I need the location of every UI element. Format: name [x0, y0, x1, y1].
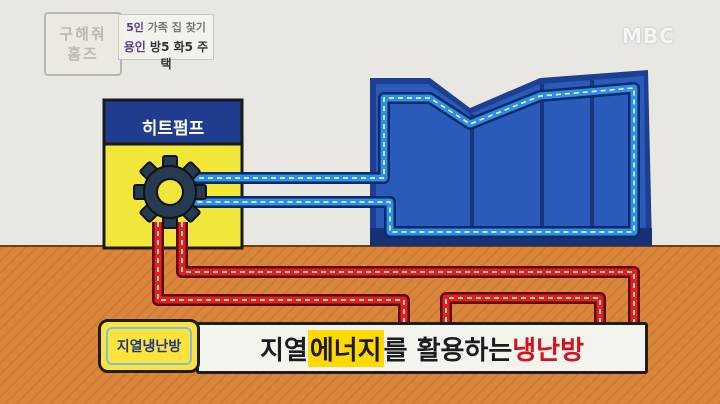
caption-part1: 지열: [259, 335, 308, 366]
badge-frame: [106, 327, 192, 365]
gear-icon: [133, 155, 207, 229]
broadcaster-logo: MBC: [622, 24, 675, 48]
info-line2-rest: 방5 화5 주택: [145, 40, 209, 71]
episode-info: 5인 가족 집 찾기 용인 방5 화5 주택: [118, 14, 214, 71]
info-line2: 용인 방5 화5 주택: [123, 38, 209, 72]
info-line1-rest: 가족 집 찾기: [143, 21, 206, 34]
info-line1-accent: 5인: [126, 21, 144, 34]
cold-pipe: [190, 82, 640, 238]
caption-badge: 지열냉난방: [98, 319, 200, 373]
show-logo-line1: 구해줘: [59, 25, 107, 43]
hot-pipe: [152, 222, 640, 322]
show-logo: 구해줘 홈즈: [44, 12, 122, 76]
house: [370, 70, 652, 246]
info-line1: 5인 가족 집 찾기: [123, 19, 209, 35]
caption-part2: 에너지: [307, 329, 384, 367]
caption-part3: 를 활용하는: [383, 335, 513, 366]
show-logo-line2: 홈즈: [67, 45, 99, 63]
badge-label: 지열냉난방: [116, 339, 182, 355]
caption-part4: 냉난방: [512, 335, 585, 366]
heat-pump-label: 히트펌프: [141, 119, 205, 139]
info-line2-accent: 용인: [123, 40, 146, 54]
caption: 지열 에너지 를 활용하는 냉난방: [196, 322, 648, 374]
